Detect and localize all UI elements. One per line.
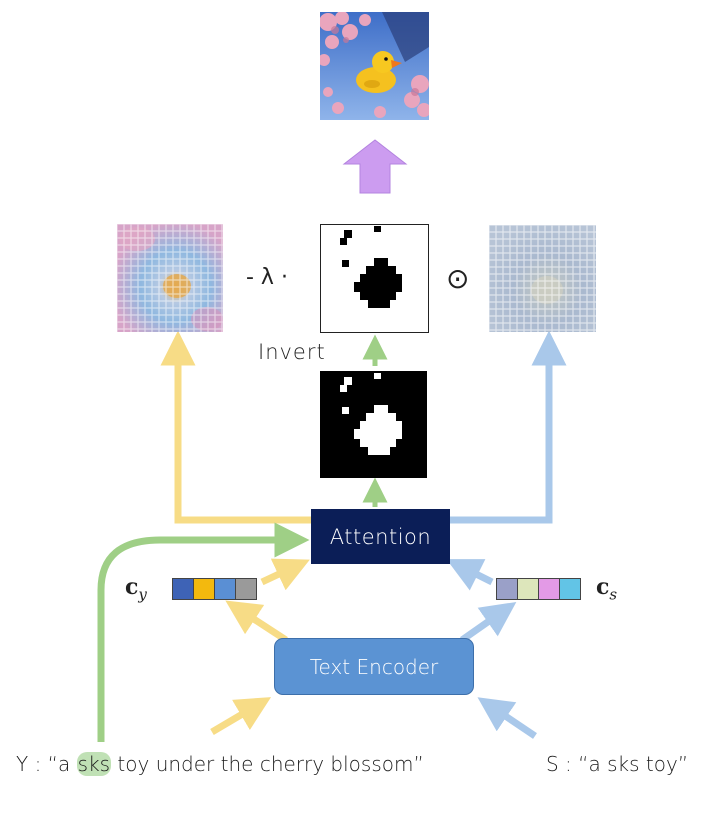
cs-to-attention-arrow: [446, 559, 494, 591]
attention-to-left-map-arrow: [160, 330, 311, 524]
c-s-cell: [539, 579, 560, 599]
prompt-y-prefix: Y : “a: [16, 752, 77, 776]
c-s-cell: [560, 579, 580, 599]
rubber-duck-cherry-blossom-image: [320, 12, 429, 120]
hadamard-product-symbol: ⊙: [446, 262, 470, 295]
c-y-embedding-vector: [172, 578, 257, 600]
c-s-label: cs: [596, 574, 617, 603]
attention-block: Attention: [311, 509, 450, 564]
prompt-y-highlight: sks: [76, 752, 112, 776]
c-s-main: c: [596, 574, 610, 600]
c-y-main: c: [125, 574, 139, 600]
c-y-cell: [215, 579, 236, 599]
s-to-encoder-arrow: [477, 697, 537, 739]
c-y-sub: y: [138, 585, 147, 604]
minus-lambda-label: - λ ·: [246, 265, 288, 290]
inverted-binary-mask: [320, 224, 429, 333]
prompt-y: Y : “a sks toy under the cherry blossom”: [16, 752, 424, 776]
c-s-cell: [497, 579, 518, 599]
cy-to-attention-arrow: [260, 558, 310, 591]
output-arrow-icon: [342, 139, 408, 194]
yellow-attention-heatmap: [117, 224, 223, 332]
c-s-embedding-vector: [496, 578, 581, 600]
prompt-y-suffix: toy under the cherry blossom”: [111, 752, 424, 776]
text-encoder-block: Text Encoder: [274, 638, 474, 695]
c-s-cell: [518, 579, 539, 599]
c-s-sub: s: [609, 585, 618, 604]
blue-attention-heatmap: [489, 225, 596, 332]
c-y-label: cy: [125, 574, 147, 603]
c-y-cell: [173, 579, 194, 599]
invert-label: Invert: [258, 340, 326, 364]
prompt-to-attention-arrow: [97, 522, 310, 742]
prompt-s: S : “a sks toy”: [546, 752, 689, 776]
c-y-cell: [194, 579, 215, 599]
encoder-to-cs-arrow: [459, 601, 517, 643]
c-y-cell: [236, 579, 256, 599]
attention-to-right-map-arrow: [450, 330, 567, 524]
binary-mask: [320, 371, 427, 478]
y-to-encoder-arrow: [210, 697, 272, 736]
encoder-to-cy-arrow: [225, 600, 288, 643]
